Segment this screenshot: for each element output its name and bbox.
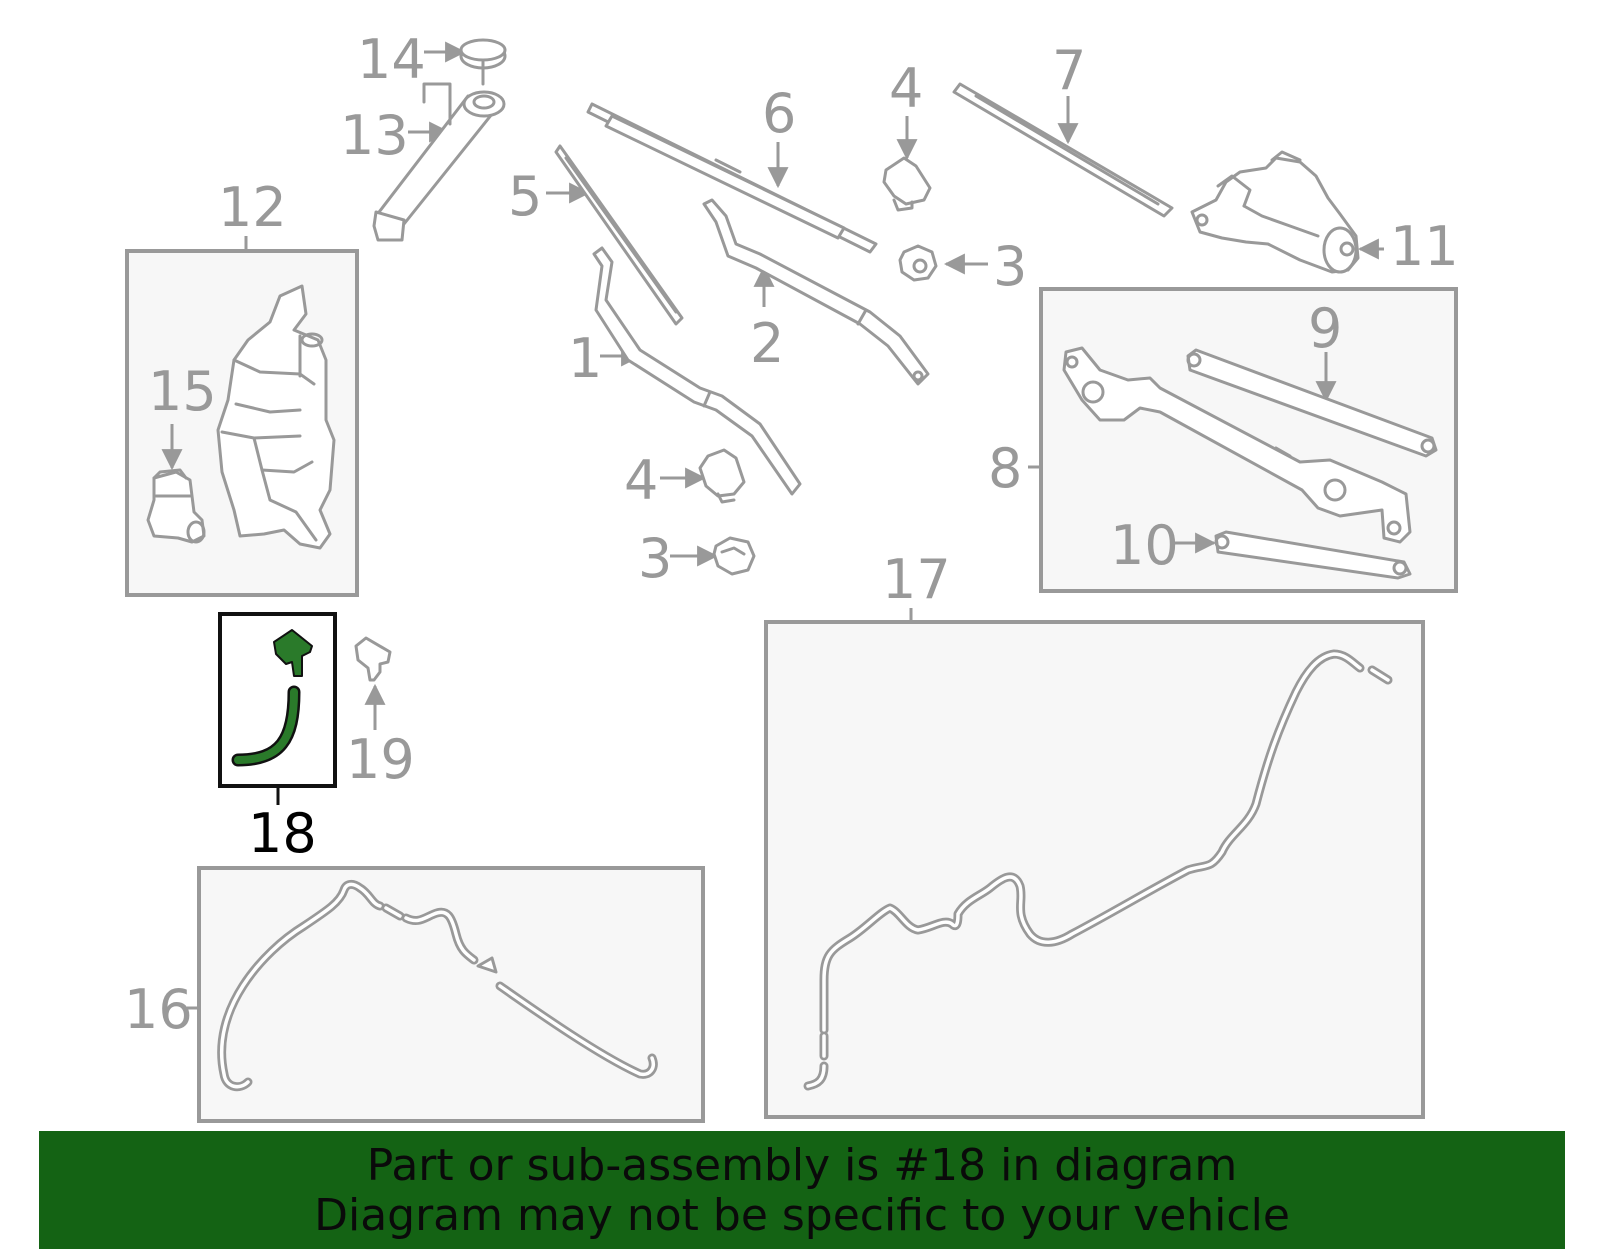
- callout-16[interactable]: 16: [124, 978, 193, 1041]
- part-19-clip[interactable]: [354, 636, 392, 682]
- part-11-wiper-motor[interactable]: [1190, 150, 1360, 274]
- callout-5[interactable]: 5: [508, 165, 542, 228]
- info-banner: Part or sub-assembly is #18 in diagram D…: [39, 1131, 1565, 1249]
- callout-4-top[interactable]: 4: [889, 57, 923, 120]
- callout-8[interactable]: 8: [988, 437, 1022, 500]
- part-10-link-rod[interactable]: [1214, 530, 1412, 580]
- part-13-filler-neck[interactable]: [372, 82, 506, 242]
- callout-13[interactable]: 13: [340, 104, 409, 167]
- callout-12[interactable]: 12: [218, 176, 287, 239]
- part-12-washer-reservoir[interactable]: [216, 284, 336, 550]
- part-4-arm-cap-top[interactable]: [882, 156, 932, 212]
- callout-17[interactable]: 17: [882, 548, 951, 611]
- callout-19[interactable]: 19: [346, 728, 415, 791]
- callout-18[interactable]: 18: [248, 802, 317, 865]
- callout-10[interactable]: 10: [1110, 514, 1179, 577]
- part-5-blade[interactable]: [554, 144, 684, 326]
- part-3-nut-top[interactable]: [898, 244, 938, 282]
- parts-diagram: 14 13 12 5 6 7 4 3 11 2 1 9 8 15 4 3 10 …: [124, 28, 1459, 1123]
- callout-2[interactable]: 2: [750, 312, 784, 375]
- banner-line-2: Diagram may not be specific to your vehi…: [314, 1190, 1290, 1241]
- callout-6[interactable]: 6: [762, 82, 796, 145]
- part-2-wiper-arm[interactable]: [702, 198, 930, 386]
- callout-4-mid[interactable]: 4: [624, 449, 658, 512]
- callout-1[interactable]: 1: [568, 327, 602, 390]
- part-16-washer-hose[interactable]: [217, 879, 658, 1092]
- part-3-nut-mid[interactable]: [712, 536, 756, 576]
- part-1-wiper-arm[interactable]: [592, 246, 802, 496]
- part-18-washer-hose[interactable]: [231, 629, 313, 767]
- callout-7[interactable]: 7: [1052, 39, 1086, 102]
- callout-3-top[interactable]: 3: [993, 235, 1027, 298]
- part-4-arm-cap-mid[interactable]: [698, 448, 746, 504]
- callout-14[interactable]: 14: [357, 28, 426, 91]
- callout-15[interactable]: 15: [148, 360, 217, 423]
- callout-3-mid[interactable]: 3: [638, 527, 672, 590]
- group-box-16: [197, 866, 705, 1123]
- part-6-wiper-blade[interactable]: [586, 102, 878, 254]
- callout-9[interactable]: 9: [1308, 297, 1342, 360]
- part-15-washer-pump[interactable]: [146, 468, 206, 544]
- part-9-link-rod[interactable]: [1186, 348, 1438, 458]
- group-box-17: [764, 620, 1425, 1119]
- part-7-wiper-blade[interactable]: [952, 82, 1174, 218]
- part-14-washer-cap[interactable]: [459, 38, 507, 86]
- banner-line-1: Part or sub-assembly is #18 in diagram: [366, 1140, 1238, 1191]
- part-17-washer-hose[interactable]: [803, 649, 1393, 1091]
- part-8-linkage[interactable]: [1062, 346, 1412, 544]
- callout-11[interactable]: 11: [1390, 215, 1459, 278]
